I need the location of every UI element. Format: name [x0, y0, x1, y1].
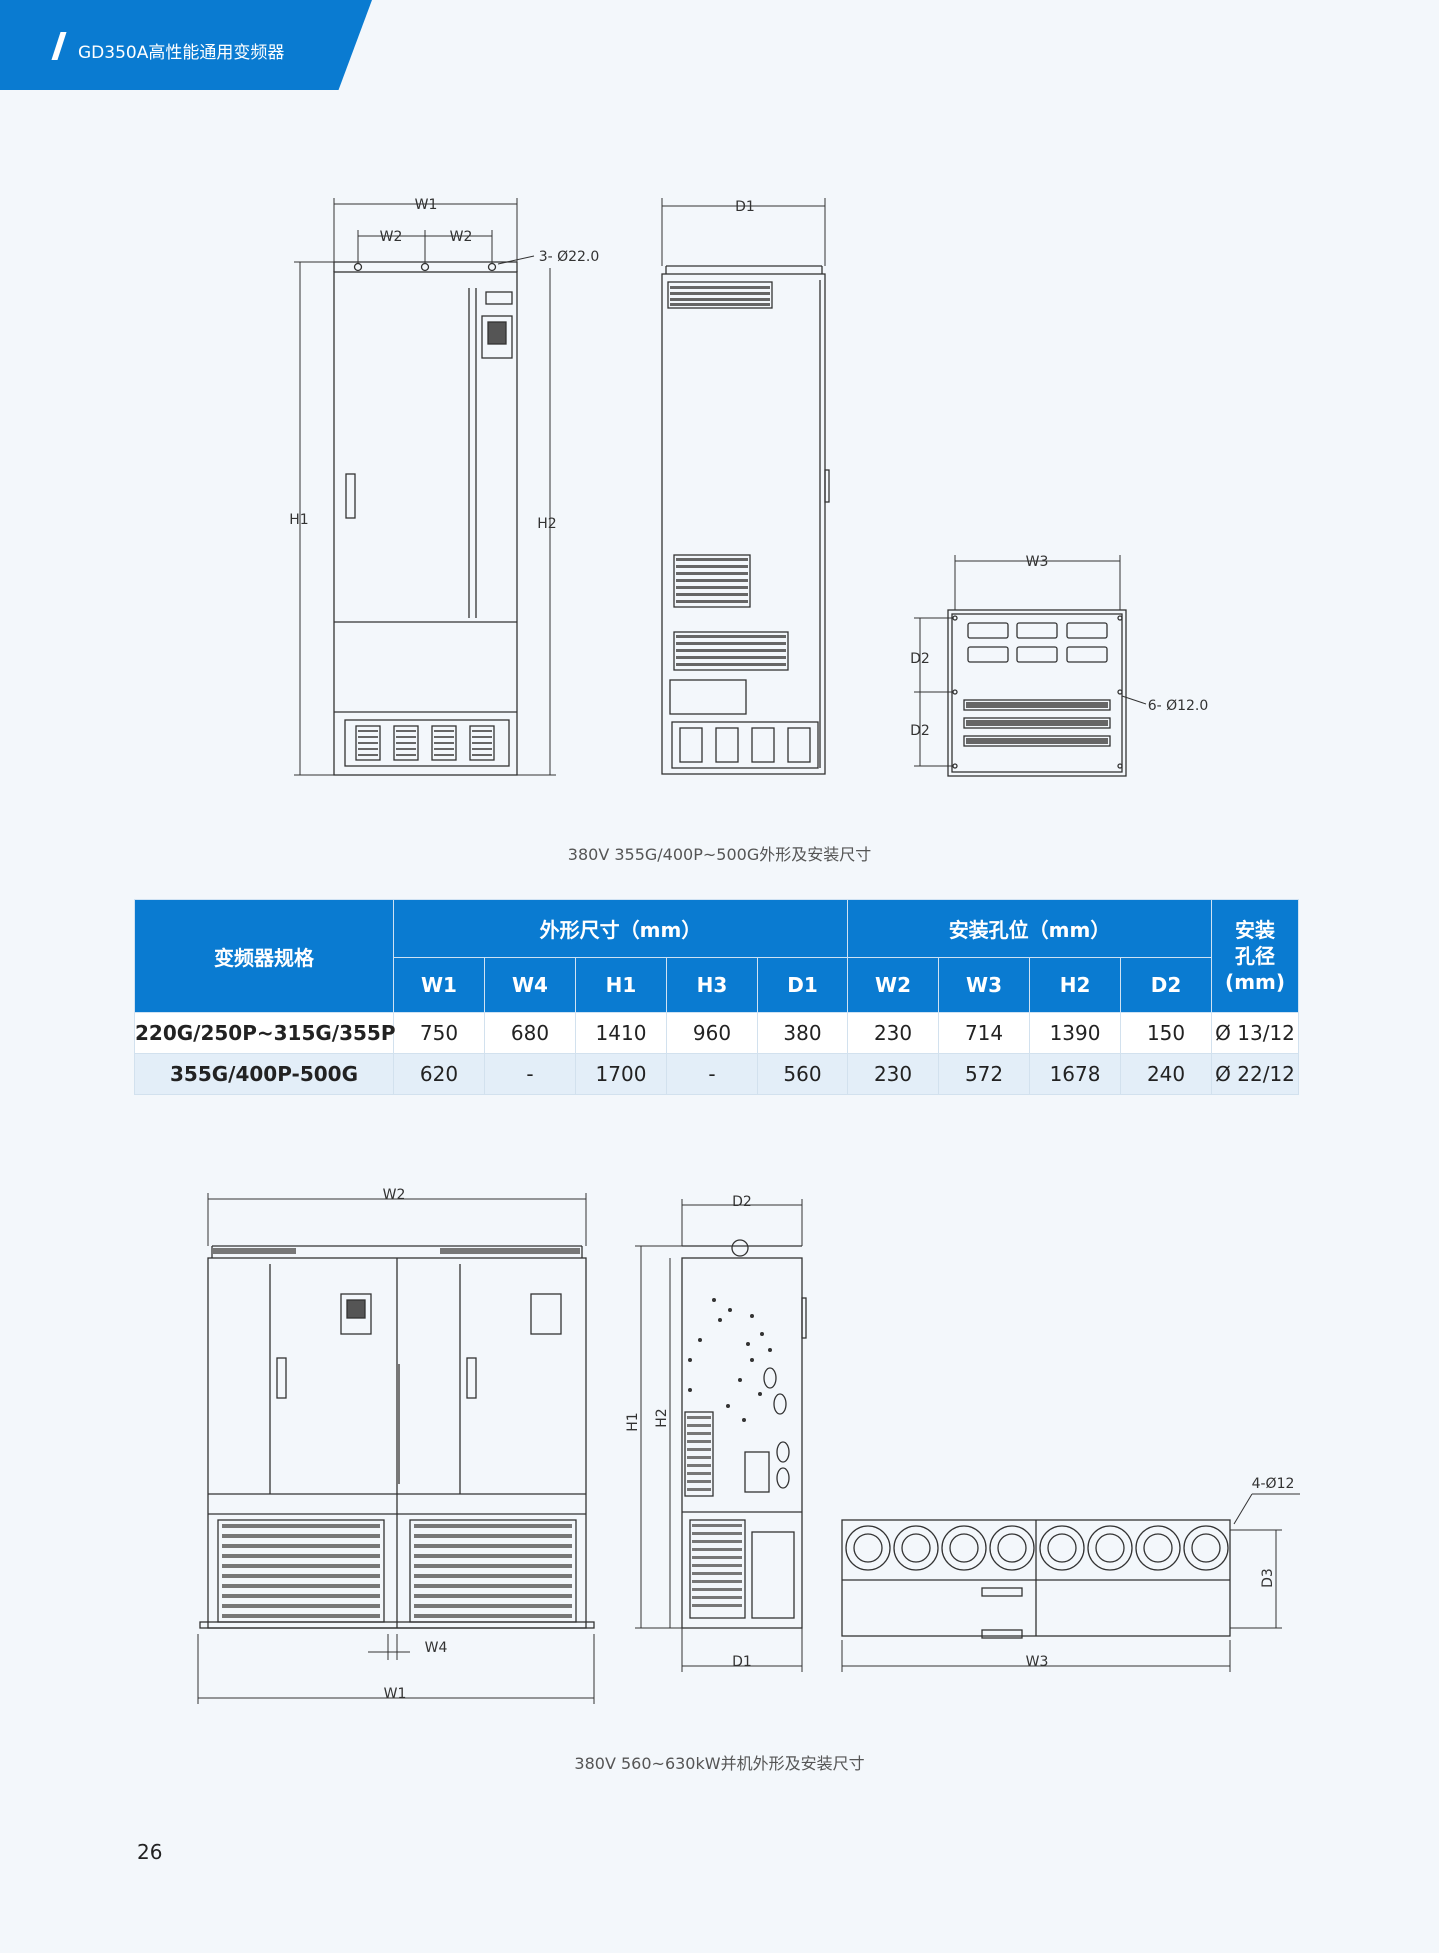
th-hole-line2: 孔径 — [1235, 944, 1276, 968]
figure2-drawing: W2 W1 W4 D2 D1 W3 4-Ø12 H1 H2 D3 — [197, 1187, 1300, 1704]
dim-label-d2-bottom: D2 — [910, 723, 930, 739]
cell-hole-diameter: Ø 22/12 — [1211, 1053, 1300, 1095]
parallel-front-view — [199, 1245, 595, 1629]
th-group-outline: 外形尺寸（mm） — [392, 899, 849, 958]
figure1-caption: 380V 355G/400P~500G外形及安装尺寸 — [567, 845, 872, 864]
cell-w3: 714 — [938, 1012, 1031, 1054]
cell-model: 355G/400P-500G — [134, 1053, 394, 1095]
side-view — [661, 265, 830, 775]
dim-label-w3: W3 — [1026, 1654, 1049, 1670]
dim-label-d3: D3 — [1260, 1568, 1276, 1588]
dim-label-h2: H2 — [654, 1408, 670, 1427]
cell-h3: 960 — [666, 1012, 758, 1054]
cell-w1: 620 — [393, 1053, 485, 1095]
th-hole-line3: (mm) — [1225, 970, 1286, 994]
th-d2: D2 — [1120, 957, 1213, 1013]
cell-w4: 680 — [484, 1012, 576, 1054]
front-view — [333, 261, 518, 776]
hole-callout-top: 3- Ø22.0 — [539, 249, 600, 265]
cell-h2: 1390 — [1029, 1012, 1122, 1054]
cell-model: 220G/250P~315G/355P — [134, 1012, 396, 1054]
th-d1: D1 — [756, 957, 849, 1013]
parallel-base-view — [841, 1519, 1231, 1639]
dim-label-d1: D1 — [732, 1654, 752, 1670]
cell-d1: 560 — [756, 1053, 849, 1095]
cell-w1: 750 — [393, 1012, 485, 1054]
th-group-mount: 安装孔位（mm） — [847, 899, 1213, 958]
dim-label-h1: H1 — [289, 512, 308, 528]
parallel-side-view — [681, 1239, 807, 1629]
th-model: 变频器规格 — [134, 899, 394, 1013]
th-hole-diameter: 安装 孔径 (mm) — [1211, 899, 1300, 1013]
th-w4: W4 — [484, 957, 576, 1013]
cell-h1: 1410 — [575, 1012, 667, 1054]
header-title: GD350A高性能通用变频器 — [78, 43, 285, 63]
dim-label-w2-left: W2 — [380, 229, 403, 245]
hole-callout-base: 6- Ø12.0 — [1148, 698, 1209, 714]
figure1-drawing: W1 W2 W2 H1 H2 D1 W3 D2 D2 3- Ø22.0 6- Ø… — [289, 197, 1209, 777]
table-row: 220G/250P~315G/355P 750 680 1410 960 380… — [134, 1012, 1300, 1054]
th-w1: W1 — [393, 957, 485, 1013]
cell-d1: 380 — [756, 1012, 849, 1054]
dim-label-d2: D2 — [732, 1194, 752, 1210]
dim-label-h1: H1 — [625, 1412, 641, 1431]
th-w3: W3 — [938, 957, 1031, 1013]
th-h1: H1 — [575, 957, 667, 1013]
th-h2: H2 — [1029, 957, 1122, 1013]
cell-w4: - — [484, 1053, 576, 1095]
base-view — [947, 609, 1127, 777]
cell-h3: - — [666, 1053, 758, 1095]
th-hole-line1: 安装 — [1235, 918, 1276, 942]
dim-label-w4: W4 — [425, 1640, 448, 1656]
dim-label-d2-top: D2 — [910, 651, 930, 667]
cell-hole-diameter: Ø 13/12 — [1211, 1012, 1300, 1054]
th-w2: W2 — [847, 957, 940, 1013]
cell-w3: 572 — [938, 1053, 1031, 1095]
dim-label-w1: W1 — [415, 197, 438, 213]
dim-label-w2: W2 — [383, 1187, 406, 1203]
th-h3: H3 — [666, 957, 758, 1013]
dim-label-w2-right: W2 — [450, 229, 473, 245]
cell-h1: 1700 — [575, 1053, 667, 1095]
dim-label-d1: D1 — [735, 199, 755, 215]
figure2-caption: 380V 560~630kW并机外形及安装尺寸 — [574, 1754, 865, 1773]
cell-w2: 230 — [847, 1012, 940, 1054]
cell-h2: 1678 — [1029, 1053, 1122, 1095]
dim-label-h2: H2 — [537, 516, 556, 532]
cell-d2: 240 — [1120, 1053, 1213, 1095]
table-row: 355G/400P-500G 620 - 1700 - 560 230 572 … — [134, 1053, 1300, 1095]
spec-table: 变频器规格 外形尺寸（mm） 安装孔位（mm） 安装 孔径 (mm) W1 W4… — [134, 899, 1300, 1095]
cell-d2: 150 — [1120, 1012, 1213, 1054]
hole-callout: 4-Ø12 — [1252, 1476, 1295, 1492]
dim-label-w3: W3 — [1026, 554, 1049, 570]
dim-label-w1: W1 — [384, 1686, 407, 1702]
cell-w2: 230 — [847, 1053, 940, 1095]
page-number: 26 — [137, 1840, 163, 1864]
